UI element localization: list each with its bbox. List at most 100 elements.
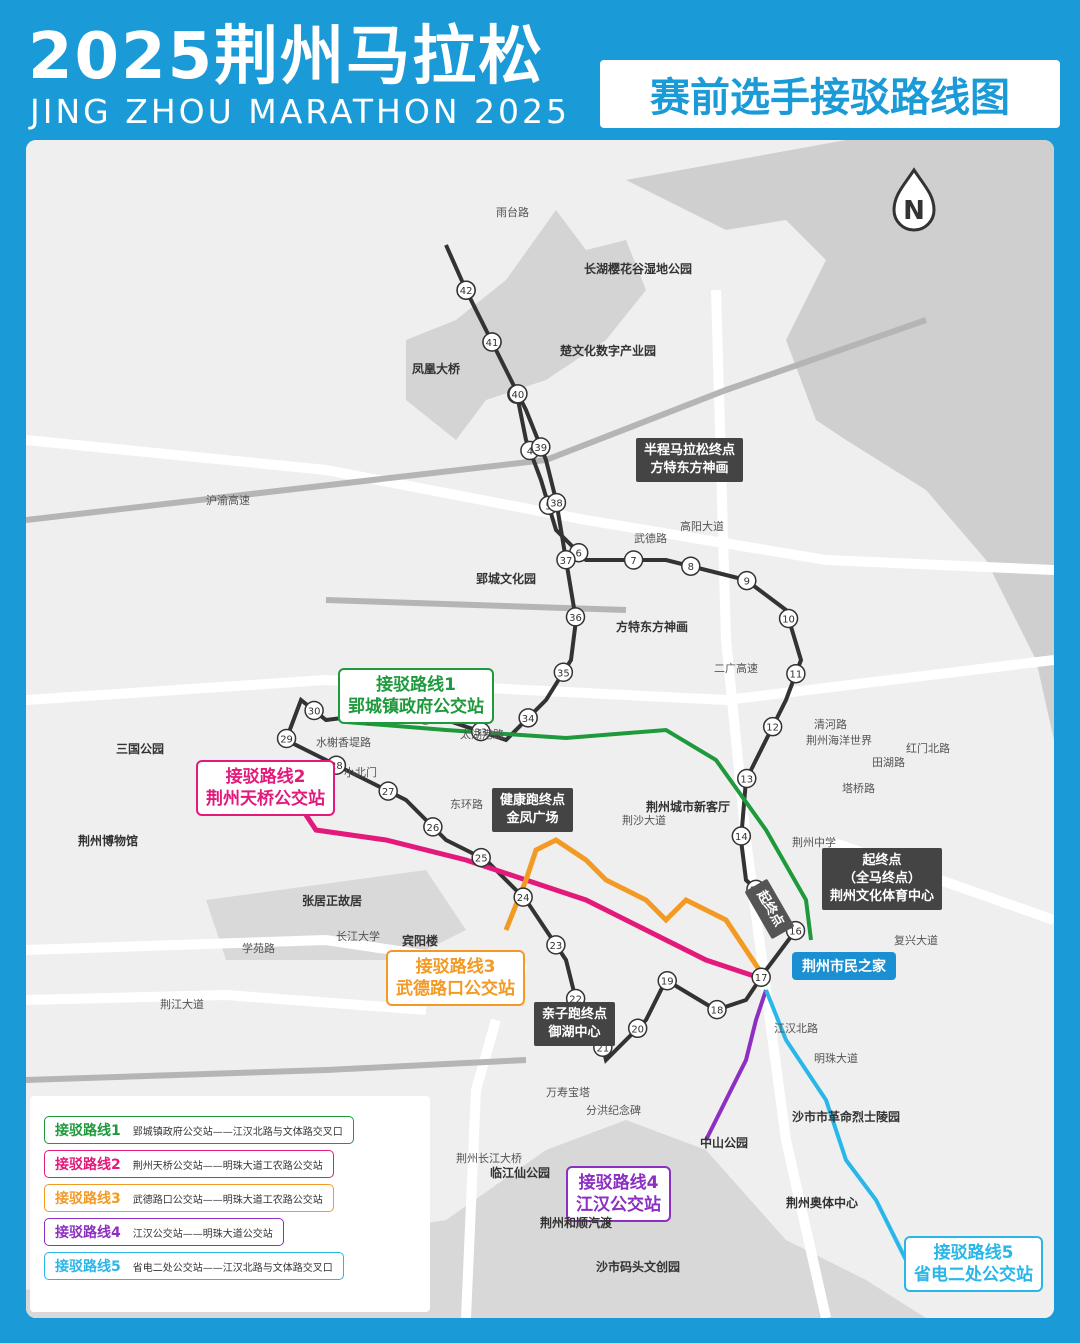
km-marker-37 bbox=[556, 550, 576, 570]
km-marker-17 bbox=[751, 967, 771, 987]
poi-label-14: 荆州和顺汽渡 bbox=[540, 1216, 613, 1230]
km-marker-label-14: 14 bbox=[735, 832, 748, 843]
route-3-callout-title: 接驳路线3 bbox=[415, 957, 496, 977]
half-marathon-finish-label: 半程马拉松终点 方特东方神画 bbox=[636, 438, 744, 482]
poi-label-2: 凤凰大桥 bbox=[412, 362, 461, 376]
km-marker-18 bbox=[707, 999, 727, 1020]
km-marker-24 bbox=[513, 887, 533, 907]
road-label-24: 长江大学 bbox=[336, 930, 380, 943]
km-marker-label-8: 8 bbox=[688, 562, 694, 573]
route-2-callout-title: 接驳路线2 bbox=[225, 767, 306, 787]
health-finish-place: 金凤广场 bbox=[506, 811, 559, 826]
road-label-4: 荆州长江大桥 bbox=[456, 1152, 522, 1165]
road-label-2: 学苑路 bbox=[242, 942, 275, 955]
km-marker-10 bbox=[778, 608, 799, 629]
km-marker-label-26: 26 bbox=[427, 823, 440, 834]
route-4-callout-stop: 江汉公交站 bbox=[576, 1195, 661, 1215]
poi-label-7: 张居正故居 bbox=[302, 894, 363, 908]
km-marker-label-12: 12 bbox=[766, 723, 779, 734]
compass-icon: N bbox=[892, 167, 936, 232]
road-label-18: 田湖路 bbox=[872, 756, 905, 769]
route-5-callout[interactable]: 接驳路线5 省电二处公交站 bbox=[904, 1236, 1043, 1292]
legend-route-3-label: 接驳路线3 bbox=[55, 1191, 121, 1207]
road-label-6: 太湖港路 bbox=[460, 728, 504, 741]
road-label-11: 雨台路 bbox=[496, 206, 529, 219]
route-5-callout-title: 接驳路线5 bbox=[933, 1243, 1014, 1263]
legend-route-1-desc: 郢城镇政府公交站——江汉北路与文体路交叉口 bbox=[132, 1126, 343, 1138]
km-marker-label-39: 39 bbox=[534, 443, 547, 454]
road-label-22: 万寿宝塔 bbox=[546, 1086, 590, 1099]
km-marker-40 bbox=[508, 384, 528, 404]
road-label-0: 沪渝高速 bbox=[206, 494, 250, 507]
km-marker-38 bbox=[546, 492, 567, 513]
legend-route-2-label: 接驳路线2 bbox=[55, 1157, 121, 1173]
km-marker-label-36: 36 bbox=[569, 613, 582, 624]
km-marker-label-4: 4 bbox=[527, 446, 533, 457]
km-marker-label-25: 25 bbox=[475, 854, 488, 865]
km-marker-12 bbox=[762, 716, 783, 737]
poi-label-6: 荆州博物馆 bbox=[78, 834, 139, 848]
km-marker-9 bbox=[737, 570, 757, 591]
map-panel[interactable]: 1234567891011121314151617181920212223242… bbox=[26, 140, 1054, 1318]
legend-route-5-label: 接驳路线5 bbox=[55, 1259, 121, 1275]
km-marker-label-37: 37 bbox=[560, 556, 573, 567]
km-marker-29 bbox=[276, 728, 297, 749]
km-marker-label-10: 10 bbox=[782, 615, 795, 626]
km-marker-label-7: 7 bbox=[630, 556, 636, 567]
km-marker-label-17: 17 bbox=[755, 973, 768, 984]
km-marker-label-11: 11 bbox=[789, 670, 802, 681]
km-marker-34 bbox=[518, 708, 538, 728]
km-marker-13 bbox=[737, 768, 757, 789]
road-label-8: 东环路 bbox=[450, 798, 483, 811]
road-label-5: 水榭香堤路 bbox=[316, 736, 371, 749]
road-label-20: 塔桥路 bbox=[842, 782, 875, 795]
km-marker-label-19: 19 bbox=[661, 977, 674, 988]
route-2-callout[interactable]: 接驳路线2 荆州天桥公交站 bbox=[196, 760, 335, 816]
km-marker-8 bbox=[681, 556, 701, 576]
km-marker-label-33: 33 bbox=[474, 728, 487, 739]
road-label-13: 江汉北路 bbox=[774, 1022, 818, 1035]
km-marker-26 bbox=[423, 817, 443, 837]
route-1-callout-stop: 郢城镇政府公交站 bbox=[348, 697, 484, 717]
route-1-callout[interactable]: 接驳路线1 郢城镇政府公交站 bbox=[338, 668, 494, 724]
km-marker-label-16: 16 bbox=[789, 927, 802, 938]
legend-route-1-label: 接驳路线1 bbox=[55, 1123, 121, 1139]
lake-shape-west bbox=[406, 210, 646, 440]
poi-label-12: 沙市市革命烈士陵园 bbox=[792, 1110, 901, 1124]
poi-label-3: 郢城文化园 bbox=[476, 572, 537, 586]
health-run-finish-label: 健康跑终点 金凤广场 bbox=[492, 788, 574, 832]
km-marker-11 bbox=[786, 663, 806, 684]
route-3-callout-stop: 武德路口公交站 bbox=[396, 979, 515, 999]
route-map[interactable]: 1234567891011121314151617181920212223242… bbox=[26, 140, 1054, 1318]
legend-route-4: 接驳路线4 江汉公交站——明珠大道公交站 bbox=[44, 1218, 284, 1246]
route-5-callout-stop: 省电二处公交站 bbox=[914, 1265, 1033, 1285]
km-marker-41 bbox=[482, 332, 502, 352]
km-marker-label-29: 29 bbox=[280, 735, 293, 746]
km-marker-36 bbox=[565, 607, 586, 627]
road-label-7: 小北门 bbox=[344, 766, 377, 779]
road-label-21: 荆州中学 bbox=[792, 836, 836, 849]
route-2-callout-stop: 荆州天桥公交站 bbox=[206, 789, 325, 809]
route-4-callout[interactable]: 接驳路线4 江汉公交站 bbox=[566, 1166, 671, 1222]
poi-label-0: 长湖樱花谷湿地公园 bbox=[584, 262, 693, 276]
km-marker-35 bbox=[553, 662, 574, 683]
legend-route-4-desc: 江汉公交站——明珠大道公交站 bbox=[132, 1228, 273, 1240]
shuttle-route-5-line bbox=[764, 989, 918, 1281]
poi-label-4: 方特东方神画 bbox=[616, 620, 689, 634]
route-3-callout[interactable]: 接驳路线3 武德路口公交站 bbox=[386, 950, 525, 1006]
legend-route-2: 接驳路线2 荆州天桥公交站——明珠大道工农路公交站 bbox=[44, 1150, 334, 1178]
lake-shape bbox=[626, 140, 1054, 740]
poster-title-english: JING ZHOU MARATHON 2025 bbox=[30, 92, 571, 131]
poi-label-5: 三国公园 bbox=[116, 742, 165, 756]
km-marker-label-35: 35 bbox=[557, 668, 570, 679]
poi-label-1: 楚文化数字产业园 bbox=[560, 344, 657, 358]
km-marker-label-20: 20 bbox=[631, 1024, 644, 1035]
start-finish-place: 荆州文化体育中心 bbox=[830, 889, 935, 904]
road-label-16: 清河路 bbox=[814, 718, 847, 731]
start-finish-sub: （全马终点） bbox=[843, 871, 922, 886]
km-marker-label-6: 6 bbox=[576, 549, 582, 560]
km-marker-30 bbox=[304, 700, 324, 721]
civic-center-label: 荆州市民之家 bbox=[792, 952, 896, 980]
legend-route-2-desc: 荆州天桥公交站——明珠大道工农路公交站 bbox=[132, 1160, 323, 1172]
